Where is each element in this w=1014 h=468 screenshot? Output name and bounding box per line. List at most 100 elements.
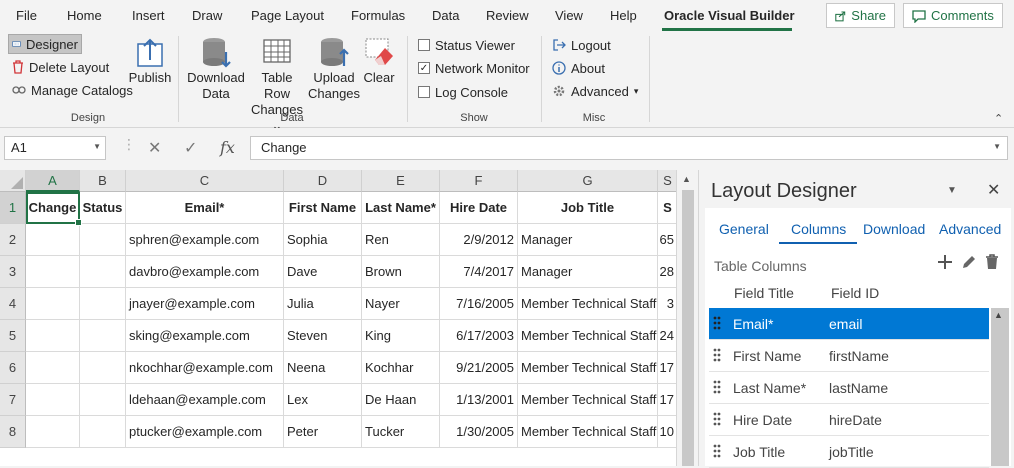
- column-header-c[interactable]: C: [126, 170, 284, 192]
- data-cell[interactable]: [80, 224, 126, 256]
- data-cell[interactable]: [80, 352, 126, 384]
- data-cell[interactable]: 9/21/2005: [440, 352, 518, 384]
- tab-view[interactable]: View: [555, 8, 583, 23]
- column-list-item[interactable]: Last Name*lastName: [709, 372, 989, 404]
- data-cell[interactable]: 2/9/2012: [440, 224, 518, 256]
- pane-tab-general[interactable]: General: [719, 221, 769, 237]
- delete-layout-button[interactable]: Delete Layout: [12, 57, 109, 77]
- data-cell[interactable]: [26, 416, 80, 448]
- header-cell[interactable]: Hire Date: [440, 192, 518, 224]
- clear-button[interactable]: Clear: [362, 36, 396, 86]
- drag-handle-icon[interactable]: [713, 348, 721, 362]
- tab-draw[interactable]: Draw: [192, 8, 223, 23]
- name-box[interactable]: A1 ▼: [4, 136, 106, 160]
- drag-handle-icon[interactable]: [713, 316, 721, 330]
- tab-formulas[interactable]: Formulas: [351, 8, 406, 23]
- data-cell[interactable]: Manager: [518, 224, 658, 256]
- data-cell[interactable]: Lex: [284, 384, 362, 416]
- data-cell[interactable]: jnayer@example.com: [126, 288, 284, 320]
- logout-button[interactable]: Logout: [552, 35, 611, 55]
- chevron-down-icon[interactable]: ▼: [93, 142, 101, 151]
- data-cell[interactable]: 17: [658, 384, 676, 416]
- column-header-g[interactable]: G: [518, 170, 658, 192]
- data-cell[interactable]: [26, 320, 80, 352]
- edit-icon[interactable]: [961, 254, 977, 270]
- data-cell[interactable]: 10: [658, 416, 676, 448]
- data-cell[interactable]: [80, 320, 126, 352]
- header-cell[interactable]: Email*: [126, 192, 284, 224]
- table-row-changes-button[interactable]: Table Row Changes ⌄: [248, 36, 306, 134]
- column-header-a[interactable]: A: [26, 170, 80, 192]
- header-cell[interactable]: Last Name*: [362, 192, 440, 224]
- data-cell[interactable]: Dave: [284, 256, 362, 288]
- data-cell[interactable]: 3: [658, 288, 676, 320]
- data-cell[interactable]: [80, 288, 126, 320]
- data-cell[interactable]: Member Technical Staff: [518, 416, 658, 448]
- data-cell[interactable]: 28: [658, 256, 676, 288]
- data-cell[interactable]: De Haan: [362, 384, 440, 416]
- tab-insert[interactable]: Insert: [132, 8, 165, 23]
- data-cell[interactable]: davbro@example.com: [126, 256, 284, 288]
- about-button[interactable]: About: [552, 58, 605, 78]
- column-header-e[interactable]: E: [362, 170, 440, 192]
- data-cell[interactable]: 6/17/2003: [440, 320, 518, 352]
- drag-handle-icon[interactable]: [713, 380, 721, 394]
- data-cell[interactable]: Nayer: [362, 288, 440, 320]
- tab-page-layout[interactable]: Page Layout: [251, 8, 325, 23]
- status-viewer-checkbox[interactable]: Status Viewer: [418, 35, 515, 55]
- data-cell[interactable]: sking@example.com: [126, 320, 284, 352]
- checkbox-unchecked[interactable]: [418, 86, 430, 98]
- header-cell[interactable]: First Name: [284, 192, 362, 224]
- tab-data[interactable]: Data: [432, 8, 460, 23]
- close-icon[interactable]: ✕: [987, 182, 1001, 199]
- insert-function-icon[interactable]: fx: [220, 138, 235, 157]
- data-cell[interactable]: [26, 288, 80, 320]
- tab-home[interactable]: Home: [67, 8, 102, 23]
- data-cell[interactable]: 7/16/2005: [440, 288, 518, 320]
- log-console-checkbox[interactable]: Log Console: [418, 82, 508, 102]
- pane-options-icon[interactable]: ▼: [947, 185, 957, 196]
- data-cell[interactable]: 7/4/2017: [440, 256, 518, 288]
- data-cell[interactable]: Sophia: [284, 224, 362, 256]
- header-cell[interactable]: Job Title: [518, 192, 658, 224]
- formula-input[interactable]: Change ▼: [250, 136, 1008, 160]
- row-header-4[interactable]: 4: [0, 288, 26, 320]
- data-cell[interactable]: [26, 352, 80, 384]
- pane-tab-advanced[interactable]: Advanced: [939, 221, 1002, 237]
- data-cell[interactable]: nkochhar@example.com: [126, 352, 284, 384]
- list-scrollbar[interactable]: [991, 308, 1009, 466]
- row-header-5[interactable]: 5: [0, 320, 26, 352]
- data-cell[interactable]: sphren@example.com: [126, 224, 284, 256]
- data-cell[interactable]: [26, 384, 80, 416]
- column-header-s[interactable]: S: [658, 170, 676, 192]
- data-cell[interactable]: King: [362, 320, 440, 352]
- data-cell[interactable]: [80, 256, 126, 288]
- column-header-b[interactable]: B: [80, 170, 126, 192]
- data-cell[interactable]: Tucker: [362, 416, 440, 448]
- manage-catalogs-button[interactable]: Manage Catalogs: [12, 80, 133, 100]
- data-cell[interactable]: Neena: [284, 352, 362, 384]
- column-header-d[interactable]: D: [284, 170, 362, 192]
- row-header-2[interactable]: 2: [0, 224, 26, 256]
- column-header-f[interactable]: F: [440, 170, 518, 192]
- designer-button[interactable]: Designer: [8, 34, 82, 54]
- data-cell[interactable]: Member Technical Staff: [518, 320, 658, 352]
- cancel-icon[interactable]: ✕: [148, 140, 162, 157]
- data-cell[interactable]: Peter: [284, 416, 362, 448]
- data-cell[interactable]: Member Technical Staff: [518, 352, 658, 384]
- delete-icon[interactable]: [985, 254, 999, 270]
- vertical-scrollbar[interactable]: ▲: [676, 170, 698, 466]
- data-cell[interactable]: [80, 384, 126, 416]
- data-cell[interactable]: Manager: [518, 256, 658, 288]
- comments-button[interactable]: Comments: [903, 3, 1003, 28]
- download-data-button[interactable]: Download Data: [187, 36, 245, 102]
- data-cell[interactable]: 24: [658, 320, 676, 352]
- tab-review[interactable]: Review: [486, 8, 529, 23]
- add-icon[interactable]: [937, 254, 953, 270]
- tab-file[interactable]: File: [16, 8, 37, 23]
- publish-button[interactable]: Publish: [128, 36, 172, 86]
- scrollbar-thumb[interactable]: [682, 190, 694, 466]
- data-cell[interactable]: [80, 416, 126, 448]
